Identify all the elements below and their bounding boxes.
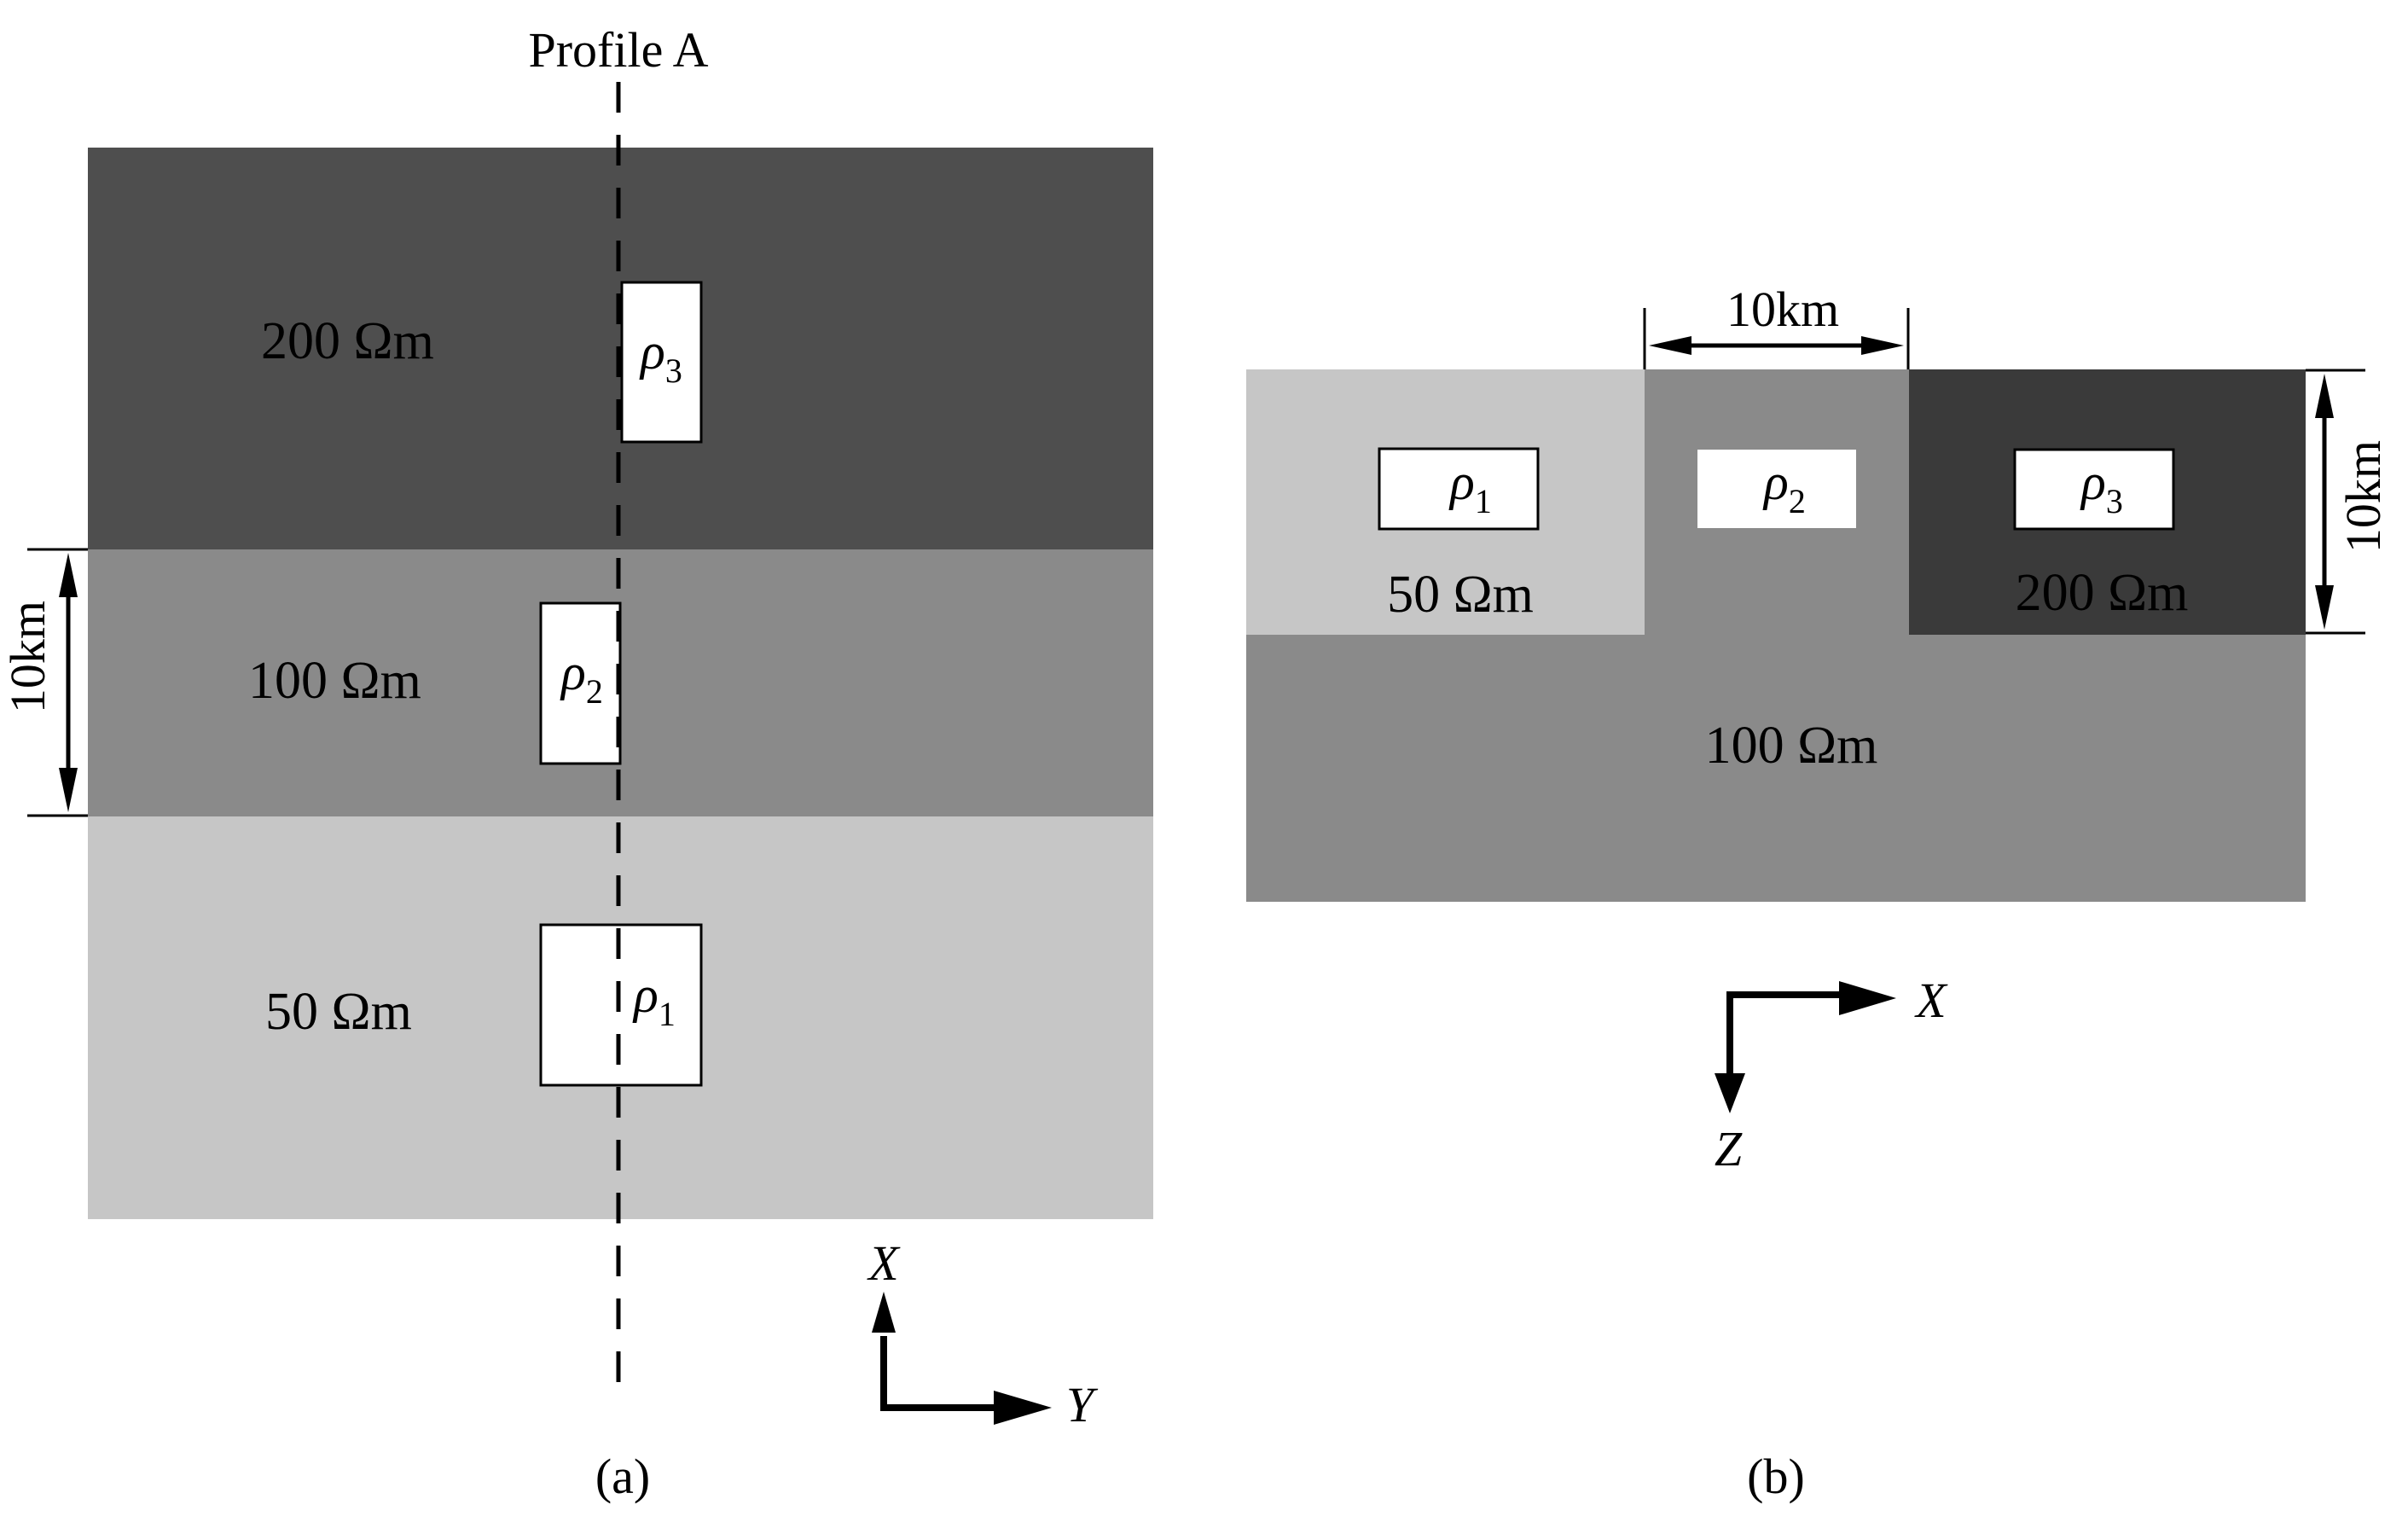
- anomaly-rho2-b: [1697, 450, 1856, 528]
- dimension-top-label-b: 10km: [1726, 282, 1839, 337]
- axis-label-x-b: X: [1914, 973, 1948, 1028]
- arrow-right-icon: [1839, 981, 1896, 1015]
- anomaly-label-rho1-a: ρ1: [632, 967, 676, 1033]
- dimension-right-label-b: 10km: [2335, 440, 2391, 553]
- anomaly-label-rho3-a: ρ3: [639, 323, 682, 390]
- block-label-50-b: 50 Ωm: [1387, 566, 1534, 624]
- arrowhead-down-icon: [59, 768, 78, 812]
- layer-label-100-a: 100 Ωm: [248, 652, 421, 710]
- layer-label-50-a: 50 Ωm: [265, 983, 412, 1041]
- panel-b: ρ1 ρ2 ρ3 50 Ωm 200 Ωm 100 Ωm 10km 10km: [1246, 282, 2391, 1504]
- caption-a: (a): [595, 1449, 650, 1504]
- axes-xz-b: X Z: [1715, 973, 1948, 1176]
- dimension-right-10km-b: 10km: [2306, 369, 2391, 635]
- layer-label-200-a: 200 Ωm: [261, 312, 434, 370]
- anomaly-label-rho2-a: ρ2: [560, 644, 603, 711]
- anomaly-label-rho1-b: ρ1: [1448, 454, 1492, 520]
- anomaly-label-rho2-b: ρ2: [1762, 454, 1806, 520]
- arrowhead-left-icon: [1649, 336, 1691, 355]
- axis-label-x-a: X: [867, 1235, 901, 1291]
- caption-b: (b): [1747, 1449, 1805, 1504]
- dimension-label-a: 10km: [0, 601, 55, 713]
- panel-a: 200 Ωm 100 Ωm 50 Ωm Profile A ρ3 ρ2 ρ1 1…: [0, 22, 1153, 1504]
- anomaly-rho1-b: [1378, 447, 1540, 531]
- arrowhead-right-icon: [1861, 336, 1904, 355]
- arrowhead-down-icon: [2315, 585, 2334, 630]
- axis-label-z-b: Z: [1715, 1121, 1743, 1176]
- anomaly-rho3-a: [620, 281, 703, 444]
- anomaly-rho3-b: [2013, 448, 2175, 531]
- profile-a-label: Profile A: [528, 22, 708, 78]
- dimension-10km-a: 10km: [0, 548, 88, 817]
- anomaly-rho1-a: [539, 923, 703, 1087]
- block-label-100-b: 100 Ωm: [1705, 717, 1878, 775]
- axis-label-y-a: Y: [1066, 1377, 1099, 1432]
- axes-xy-a: X Y: [867, 1235, 1099, 1432]
- anomaly-label-rho3-b: ρ3: [2080, 454, 2123, 520]
- arrow-up-icon: [872, 1292, 896, 1333]
- arrowhead-up-icon: [59, 553, 78, 597]
- block-label-200-b: 200 Ωm: [2016, 564, 2189, 622]
- dimension-top-10km-b: 10km: [1643, 282, 1910, 369]
- arrowhead-up-icon: [2315, 374, 2334, 418]
- arrow-right-icon: [994, 1391, 1052, 1425]
- arrow-down-icon: [1715, 1073, 1745, 1113]
- anomaly-rho2-a: [539, 601, 622, 765]
